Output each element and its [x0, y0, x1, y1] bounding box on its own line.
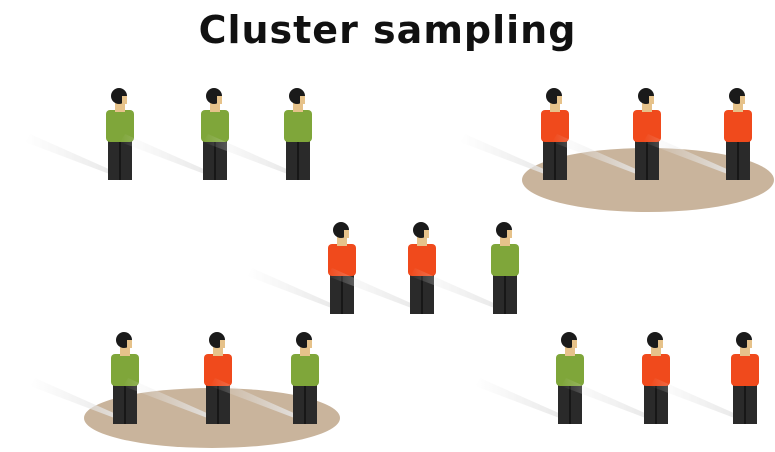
diagram-title: Cluster sampling [198, 8, 577, 52]
person-face [115, 100, 125, 112]
person-figure-selected [247, 222, 356, 314]
person-figure-selected [650, 332, 759, 424]
person-shirt [633, 110, 661, 142]
person-shirt [541, 110, 569, 142]
shadow-streak [120, 134, 215, 178]
shadow-streak [460, 134, 555, 178]
person-shirt [731, 354, 759, 386]
cluster-middle [247, 222, 519, 314]
person-shirt [491, 244, 519, 276]
shadow-streak [210, 378, 305, 422]
cluster-bottom-left [30, 332, 340, 448]
person-figure-unselected [210, 332, 319, 424]
shadow-streak [552, 134, 647, 178]
person-figure-unselected [410, 222, 519, 314]
person-shirt [111, 354, 139, 386]
person-face [550, 100, 560, 112]
shadow-streak [643, 134, 738, 178]
person-shirt [642, 354, 670, 386]
person-face [417, 234, 427, 246]
person-figure-selected [460, 88, 569, 180]
person-face [300, 344, 310, 356]
person-shirt [106, 110, 134, 142]
person-face [651, 344, 661, 356]
person-face [120, 344, 130, 356]
person-shirt [724, 110, 752, 142]
shadow-streak [30, 378, 125, 422]
person-figure-unselected [30, 332, 139, 424]
person-shirt [328, 244, 356, 276]
person-figure-selected [643, 88, 752, 180]
person-face [210, 100, 220, 112]
person-face [337, 234, 347, 246]
cluster-top-left [25, 88, 312, 180]
shadow-streak [327, 268, 422, 312]
person-face [642, 100, 652, 112]
cluster-bottom-right [475, 332, 759, 424]
person-face [733, 100, 743, 112]
person-figure-selected [561, 332, 670, 424]
cluster-top-right [460, 88, 774, 212]
person-shirt [284, 110, 312, 142]
person-shirt [291, 354, 319, 386]
person-face [213, 344, 223, 356]
shadow-streak [203, 134, 298, 178]
shadow-streak [25, 134, 120, 178]
person-shirt [204, 354, 232, 386]
person-figure-unselected [203, 88, 312, 180]
shadow-streak [650, 378, 745, 422]
person-face [293, 100, 303, 112]
person-shirt [556, 354, 584, 386]
shadow-streak [247, 268, 342, 312]
shadow-streak [561, 378, 656, 422]
shadow-streak [475, 378, 570, 422]
person-figure-unselected [475, 332, 584, 424]
shadow-streak [123, 378, 218, 422]
shadow-streak [410, 268, 505, 312]
person-figure-unselected [25, 88, 134, 180]
person-figure-unselected [120, 88, 229, 180]
person-face [500, 234, 510, 246]
person-face [565, 344, 575, 356]
person-figure-selected [552, 88, 661, 180]
person-face [740, 344, 750, 356]
